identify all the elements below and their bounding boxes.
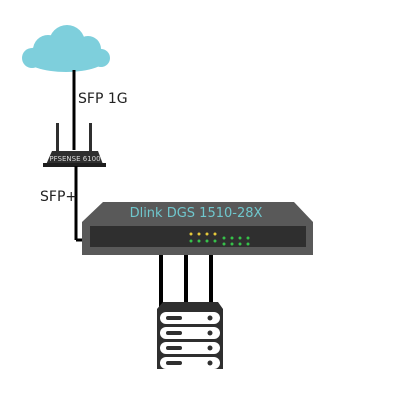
switch-label: Dlink DGS 1510-28X — [130, 206, 263, 221]
sfp-1g-link-label: SFP 1G — [78, 91, 128, 107]
switch-front-panel — [90, 226, 306, 247]
switch-device: Dlink DGS 1510-28X — [82, 202, 313, 255]
server-cables — [159, 255, 213, 308]
router-antenna-right-icon — [89, 123, 92, 153]
switch-port-leds — [189, 232, 250, 246]
router-antenna-left-icon — [56, 123, 59, 153]
internet-cloud-icon — [22, 25, 110, 72]
router-device: PFSENSE 6100 — [43, 123, 106, 167]
server-stack-icon — [157, 302, 223, 369]
router-label: PFSENSE 6100 — [49, 155, 100, 163]
sfp-plus-link-label: SFP+ — [40, 189, 78, 205]
